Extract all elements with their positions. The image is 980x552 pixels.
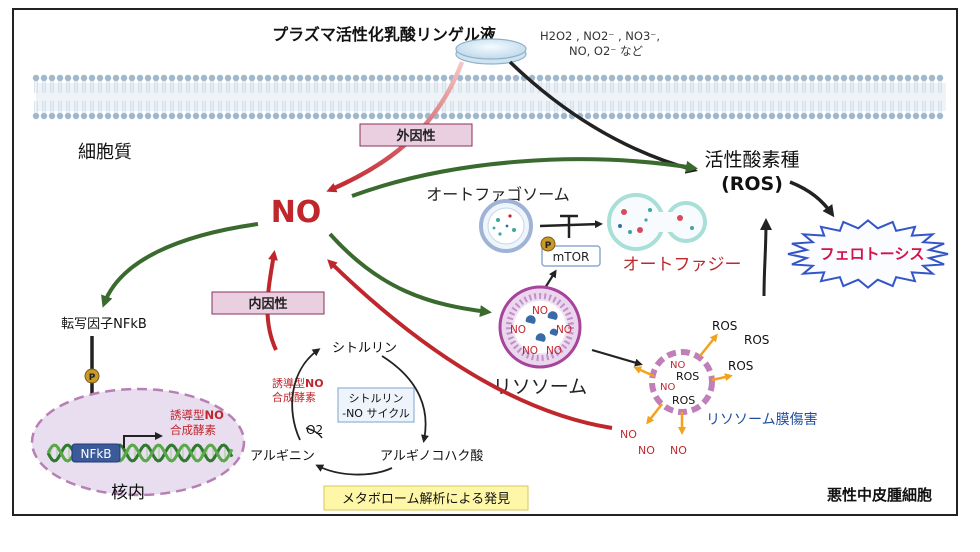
no-to-ros-arrow (351, 157, 698, 198)
inos-nuclear-line2: 合成酵素 (170, 423, 216, 437)
escape-arrow-5 (633, 366, 655, 378)
lysosome-no-1: NO (532, 305, 548, 317)
mtor-inhibition-mark (560, 214, 578, 238)
escape-arrow-2 (711, 373, 733, 382)
lysosome-icon (498, 285, 582, 369)
dish-to-ros-arrow (508, 60, 698, 174)
svg-text:フェロトーシス: フェロトーシス (820, 245, 925, 263)
endogenous-label: 内因性 (211, 291, 325, 315)
o2-label: O2 (306, 423, 323, 437)
argininosuccinate-to-arginine-arrow (315, 464, 393, 476)
species-line2: NO, O2⁻ など (569, 44, 644, 58)
svg-text:P: P (545, 241, 552, 251)
cell-membrane (32, 74, 946, 120)
ros-to-ferroptosis-arrow (789, 180, 835, 218)
lysosome-no-2: NO (510, 324, 526, 336)
svg-text:NFkB: NFkB (80, 447, 111, 461)
damaged-no-2: NO (660, 382, 675, 393)
ros-abbrev: (ROS) (721, 173, 783, 195)
svg-text:内因性: 内因性 (248, 296, 287, 312)
phosphate-mark-mtor: P (540, 236, 556, 252)
no-center-label: NO (271, 195, 322, 230)
nucleus-label: 核内 (111, 483, 145, 503)
damage-to-ros-arrow (759, 218, 772, 297)
citrulline-no-cycle-box: シトルリン -NO サイクル (337, 387, 415, 423)
escaped-no-3: NO (670, 444, 687, 457)
argininosuccinate-label: アルギノコハク酸 (380, 449, 483, 464)
autolysosome-icon (607, 193, 707, 251)
autophagy-label: オートファジー (623, 255, 742, 275)
escaped-no-1: NO (620, 428, 637, 441)
escaped-ros-1: ROS (712, 319, 737, 333)
damaged-ros-2: ROS (672, 394, 695, 407)
autophagosome-label: オートファゴソーム (426, 185, 570, 204)
cytoplasm-label: 細胞質 (78, 142, 132, 163)
phosphate-mark-nfkb: P (84, 368, 100, 384)
inos-nuclear-line1: 誘導型NO (170, 408, 224, 422)
nfkb-factor-label: 転写因子NFkB (61, 317, 147, 332)
citrulline-label: シトルリン (332, 341, 397, 356)
metabolome-finding-box: メタボローム解析による発見 (323, 485, 529, 511)
transcription-arrow (123, 432, 163, 448)
svg-text:シトルリン: シトルリン (349, 392, 404, 405)
escape-arrow-1 (699, 333, 718, 357)
svg-text:-NO サイクル: -NO サイクル (342, 407, 410, 420)
ros-title: 活性酸素種 (704, 149, 799, 171)
svg-text:外因性: 外因性 (395, 128, 435, 144)
damaged-lysosome-icon (649, 349, 715, 415)
tumor-cell-label: 悪性中皮腫細胞 (827, 486, 932, 504)
lysosome-damage-label: リソソーム膜傷害 (706, 412, 818, 428)
svg-text:mTOR: mTOR (553, 250, 590, 264)
escape-arrow-3 (646, 403, 663, 425)
escaped-no-2: NO (638, 444, 655, 457)
arginine-label: アルギニン (250, 449, 315, 464)
lysosome-label: リソソーム (493, 376, 587, 398)
o2-input-line (305, 427, 323, 439)
exogenous-label: 外因性 (359, 123, 473, 147)
inos-cycle-line1: 誘導型NO (272, 376, 324, 390)
inos-cycle-line2: 合成酵素 (272, 390, 316, 404)
petri-dish-icon (455, 38, 527, 65)
escaped-ros-2: ROS (744, 333, 769, 347)
lysosome-no-4: NO (522, 345, 538, 357)
nucleus (30, 387, 246, 497)
lysosome-no-5: NO (546, 345, 562, 357)
damaged-no-1: NO (670, 360, 685, 371)
ferroptosis-burst: フェロトーシス (787, 219, 949, 289)
species-line1: H2O2 , NO2⁻ , NO3⁻, (540, 29, 660, 43)
lysosome-no-3: NO (556, 324, 572, 336)
lysosome-to-damage-arrow (591, 348, 643, 367)
no-to-nfkb-arrow (101, 222, 259, 308)
citrulline-to-argininosuccinate-arrow (381, 355, 429, 443)
mtor-box: mTOR (541, 245, 601, 267)
damage-to-no-arrow (327, 259, 613, 430)
svg-text:メタボローム解析による発見: メタボローム解析による発見 (342, 492, 510, 507)
solution-name: プラズマ活性化乳酸リンゲル液 (272, 25, 497, 44)
damaged-ros-1: ROS (676, 370, 699, 383)
escaped-ros-3: ROS (728, 359, 753, 373)
no-to-lysosome-arrow (328, 232, 492, 317)
autophagosome-icon (479, 199, 533, 253)
svg-text:P: P (89, 373, 96, 383)
arginine-to-citrulline-arrow (291, 348, 321, 441)
nfkb-gene-box: NFkB (71, 443, 121, 463)
